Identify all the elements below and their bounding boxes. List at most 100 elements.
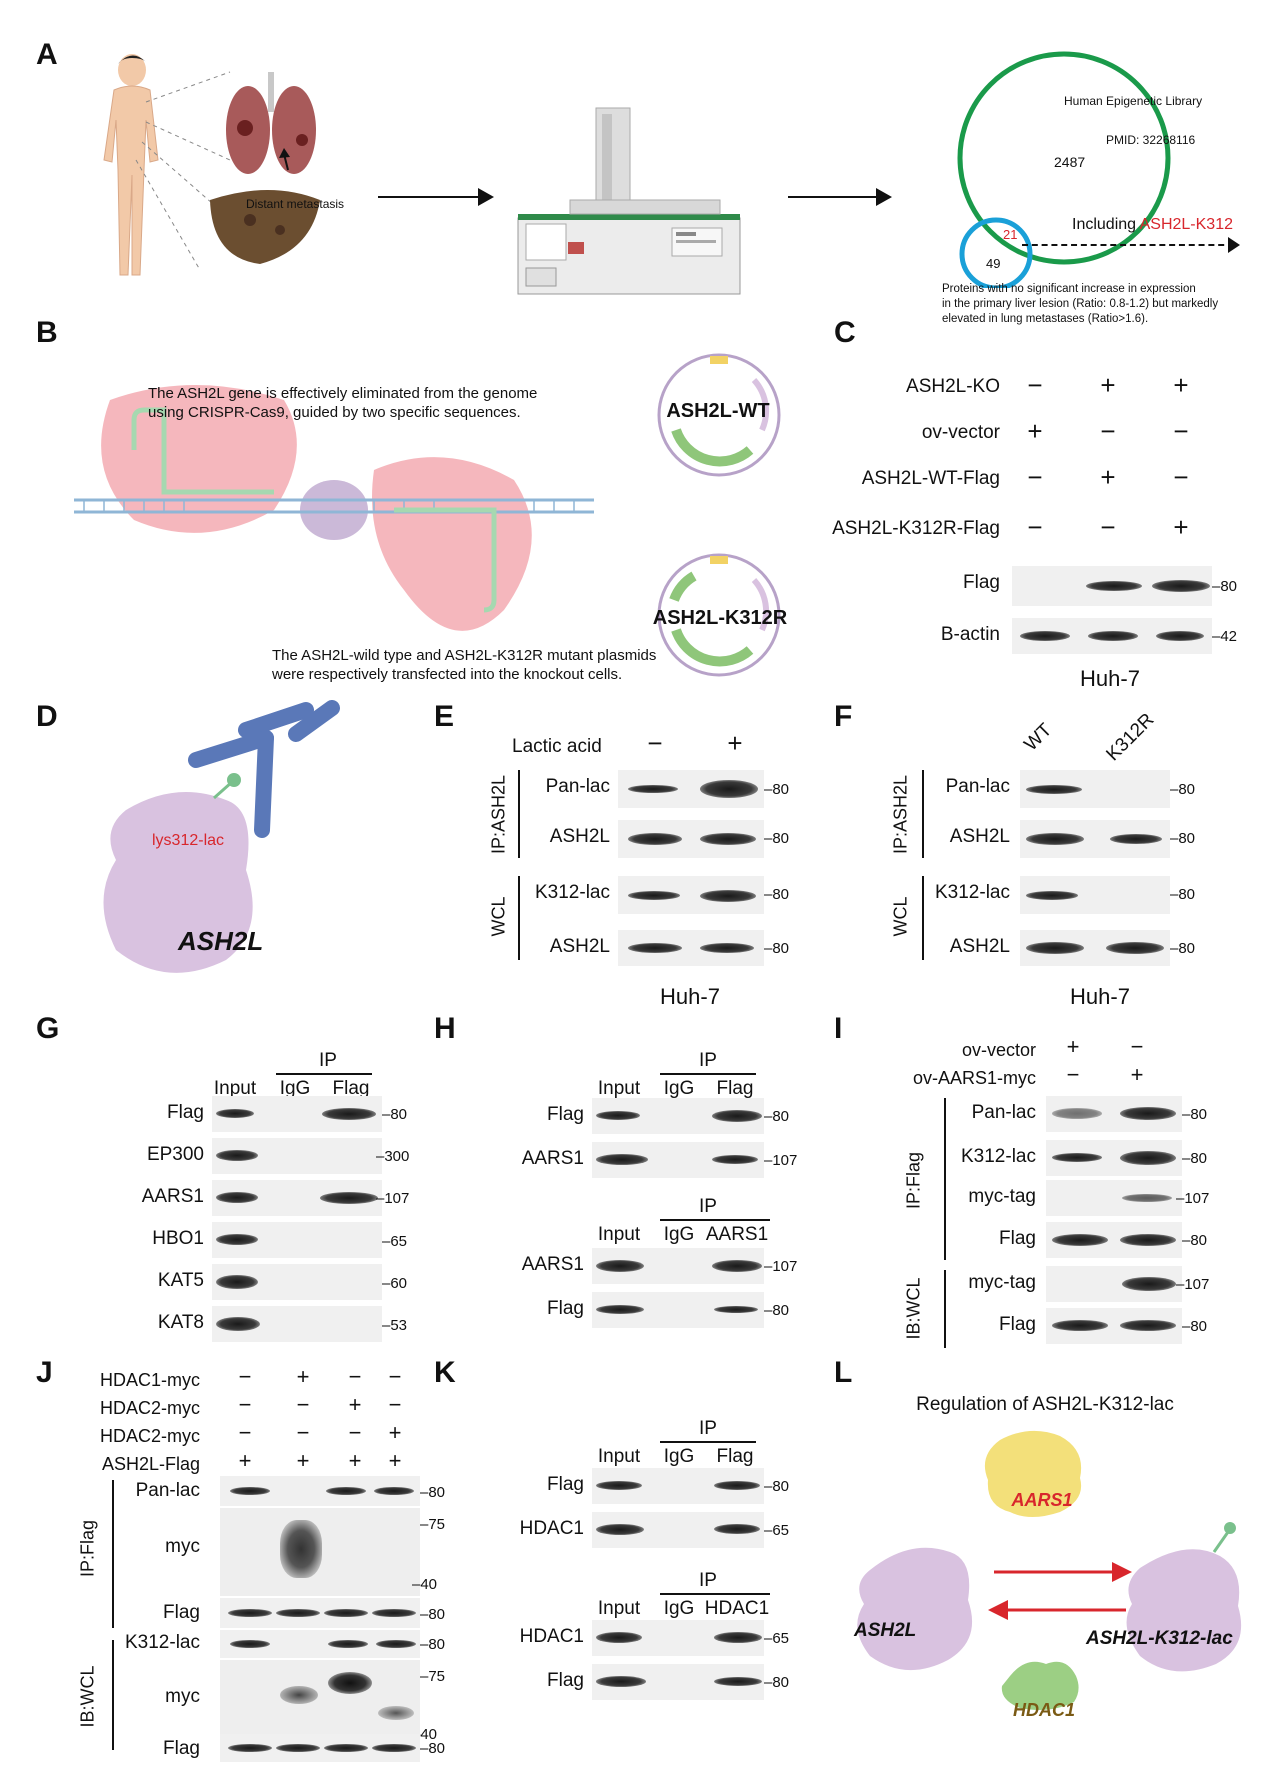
h-bottom-blot-label-1: AARS1 xyxy=(521,1254,584,1275)
panel-label-a: A xyxy=(36,38,58,71)
human-body-illustration xyxy=(103,54,320,276)
panel-label-g: G xyxy=(36,1012,60,1045)
g-lane-3: Flag xyxy=(332,1078,370,1099)
i-blot-6 xyxy=(1046,1308,1182,1344)
h-bottom-blot-label-2: Flag xyxy=(547,1298,584,1319)
l-writer-label: AARS1 xyxy=(1011,1490,1073,1510)
panel-label-i: I xyxy=(834,1012,843,1045)
j-mw-5: –80 xyxy=(420,1636,446,1653)
h-top-lane-3: Flag xyxy=(716,1078,754,1099)
k-top-mw-2: –65 xyxy=(764,1522,790,1539)
including-label: Including ASH2L-K312 xyxy=(1072,216,1233,234)
h-top-blot-label-1: Flag xyxy=(547,1104,584,1125)
c-mw-actin: –42 xyxy=(1212,628,1238,645)
j-sign-1-1: − xyxy=(238,1364,252,1389)
g-ip-label: IP xyxy=(319,1050,337,1071)
f-lane-2: K312R xyxy=(1102,709,1159,766)
g-blot-label-4: HBO1 xyxy=(152,1228,204,1249)
g-blot-label-2: EP300 xyxy=(146,1144,204,1165)
f-cell-line: Huh-7 xyxy=(1070,984,1130,1009)
k-top-lane-2: IgG xyxy=(663,1446,695,1467)
g-mw-4: –65 xyxy=(382,1233,408,1250)
e-blot-label-3: K312-lac xyxy=(535,882,610,903)
e-blot-4 xyxy=(618,930,764,966)
c-mw-flag: –80 xyxy=(1212,578,1238,595)
j-sign-1-4: − xyxy=(388,1364,402,1389)
f-lane-1: WT xyxy=(1020,719,1057,756)
k-bottom-lane-1: Input xyxy=(597,1598,641,1619)
k-bottom-blot-label-1: HDAC1 xyxy=(519,1626,584,1647)
k-bottom-lane-2: IgG xyxy=(663,1598,695,1619)
f-mw-4: –80 xyxy=(1170,940,1196,957)
j-blot-label-3: Flag xyxy=(163,1602,200,1623)
i-mw-4: –80 xyxy=(1182,1232,1208,1249)
g-blot-1 xyxy=(212,1096,382,1132)
l-left-label: ASH2L xyxy=(854,1620,917,1641)
k-top-blot-label-1: Flag xyxy=(547,1474,584,1495)
arrowhead-a2-icon xyxy=(876,188,892,206)
i-blot-3 xyxy=(1046,1180,1182,1216)
j-row-label-2: HDAC2-myc xyxy=(99,1398,200,1418)
i-blot-4 xyxy=(1046,1222,1182,1258)
transfection-text-line-2: were respectively transfected into the k… xyxy=(272,666,623,683)
i-blot-5 xyxy=(1046,1266,1182,1302)
c-sign-3-2: + xyxy=(1100,462,1116,492)
proteins-note: Proteins with no significant increase in… xyxy=(942,282,1218,327)
c-sign-2-1: + xyxy=(1027,416,1043,446)
j-sign-3-1: − xyxy=(238,1420,252,1445)
transfection-text-line-1: The ASH2L-wild type and ASH2L-K312R muta… xyxy=(272,647,657,664)
h-top-lane-1: Input xyxy=(597,1078,641,1099)
h-top-mw-1: –80 xyxy=(764,1108,790,1125)
i-sign-2-2: + xyxy=(1130,1062,1144,1087)
j-blot-label-4: K312-lac xyxy=(125,1632,200,1653)
j-sign-2-2: − xyxy=(296,1392,310,1417)
f-mw-2: –80 xyxy=(1170,830,1196,847)
j-blot-label-1: Pan-lac xyxy=(135,1480,200,1501)
plasmid-wt-label: ASH2L-WT xyxy=(666,400,770,422)
h-bottom-lane-2: IgG xyxy=(663,1224,695,1245)
i-blot-2 xyxy=(1046,1140,1182,1176)
e-sign-2: + xyxy=(727,728,743,758)
including-arrowhead-icon xyxy=(1228,237,1240,253)
c-row-label-4: ASH2L-K312R-Flag xyxy=(832,518,1000,539)
e-sign-1: − xyxy=(647,728,663,758)
distant-metastasis-label: Distant metastasis xyxy=(246,197,345,211)
g-mw-2: –300 xyxy=(376,1148,410,1165)
k-bottom-mw-1: –65 xyxy=(764,1630,790,1647)
i-row-label-1: ov-vector xyxy=(961,1040,1036,1060)
f-blot-2 xyxy=(1020,820,1170,858)
f-blot-4 xyxy=(1020,930,1170,966)
proteins-note-line-1: Proteins with no significant increase in… xyxy=(942,283,1196,295)
j-blot-label-5: myc xyxy=(165,1686,200,1707)
proteins-note-line-3: elevated in lung metastases (Ratio>1.6). xyxy=(942,313,1149,325)
k-top-lane-1: Input xyxy=(597,1446,641,1467)
e-blot-3 xyxy=(618,876,764,914)
panel-label-f: F xyxy=(834,700,853,733)
h-bottom-blot-1 xyxy=(592,1248,764,1284)
f-blot-1 xyxy=(1020,770,1170,808)
venn-library-label: Human Epigenetic Library xyxy=(1064,94,1203,108)
i-blot-label-2: K312-lac xyxy=(961,1146,1036,1167)
j-row-label-3: HDAC2-myc xyxy=(99,1426,200,1446)
i-sign-2-1: − xyxy=(1066,1062,1080,1087)
j-blot-2 xyxy=(220,1508,420,1596)
including-highlight: ASH2L-K312 xyxy=(1139,216,1233,233)
crispr-cas9-illustration xyxy=(74,385,594,631)
e-blot-label-4: ASH2L xyxy=(549,936,610,957)
k-top-mw-1: –80 xyxy=(764,1478,790,1495)
j-blot-label-6: Flag xyxy=(163,1738,200,1759)
j-row-label-4: ASH2L-Flag xyxy=(101,1454,200,1474)
g-blot-label-3: AARS1 xyxy=(141,1186,204,1207)
c-sign-1-3: + xyxy=(1173,370,1189,400)
plasmid-wt-icon xyxy=(657,353,781,477)
k-ip-top: IP xyxy=(699,1418,717,1439)
venn-pmid-label: PMID: 32268116 xyxy=(1106,133,1196,147)
e-mw-1: –80 xyxy=(764,781,790,798)
h-top-mw-2: –107 xyxy=(764,1152,798,1169)
c-sign-4-2: − xyxy=(1100,512,1116,542)
k-bottom-mw-2: –80 xyxy=(764,1674,790,1691)
j-row-label-1: HDAC1-myc xyxy=(99,1370,200,1390)
proteins-note-line-2: in the primary liver lesion (Ratio: 0.8-… xyxy=(942,298,1219,310)
g-mw-1: –80 xyxy=(382,1106,408,1123)
l-title: Regulation of ASH2L-K312-lac xyxy=(916,1394,1174,1415)
